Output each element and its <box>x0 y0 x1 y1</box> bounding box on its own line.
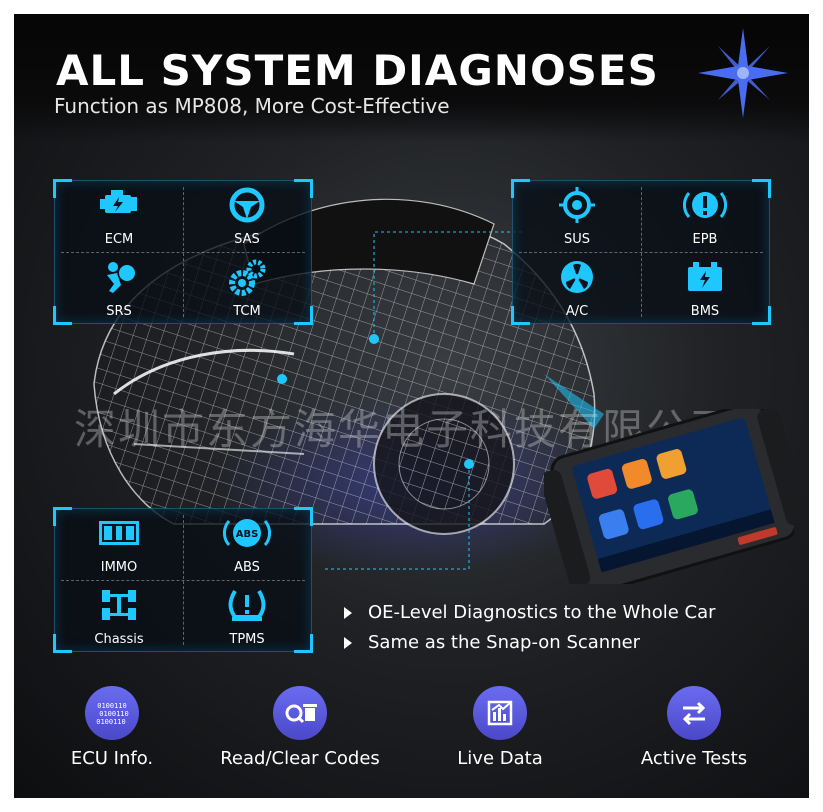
triangle-bullet-icon <box>344 637 352 649</box>
scanner-tablet-image <box>544 409 794 584</box>
system-label: SRS <box>106 304 132 319</box>
feature-label: Active Tests <box>640 748 748 769</box>
corner-bracket <box>53 306 72 325</box>
corner-bracket <box>294 306 313 325</box>
fan-icon <box>561 261 593 293</box>
divider <box>61 252 305 253</box>
bullet-item: Same as the Snap-on Scanner <box>344 632 640 653</box>
sparkle-icon <box>698 28 788 118</box>
divider <box>641 187 642 317</box>
tire-pressure-icon <box>228 589 266 621</box>
corner-bracket <box>294 179 313 198</box>
system-panel-bottom-left: IMMO ABS ABS Chassis <box>53 507 313 653</box>
binary-icon: 0100110 0100110 0100110 <box>85 686 139 740</box>
binary-line: 0100110 <box>99 710 129 718</box>
airbag-icon <box>107 262 135 293</box>
system-label: A/C <box>565 304 589 319</box>
system-abs: ABS ABS <box>183 509 311 579</box>
feature-active-tests: Active Tests <box>604 686 784 769</box>
chassis-icon <box>102 590 136 620</box>
system-epb: EPB <box>641 181 769 251</box>
system-label: ABS <box>234 560 260 575</box>
chart-icon <box>473 686 527 740</box>
binary-line: 0100110 <box>96 718 126 726</box>
divider <box>61 580 305 581</box>
feature-label: ECU Info. <box>70 748 154 769</box>
bullet-text: OE-Level Diagnostics to the Whole Car <box>368 602 716 623</box>
corner-bracket <box>511 179 530 198</box>
system-sas: SAS <box>183 181 311 251</box>
system-bms: BMS <box>641 253 769 323</box>
corner-bracket <box>294 634 313 653</box>
page-subtitle: Function as MP808, More Cost-Effective <box>54 94 450 118</box>
system-sus: SUS <box>513 181 641 251</box>
bullet-item: OE-Level Diagnostics to the Whole Car <box>344 602 716 623</box>
system-immo: IMMO <box>55 509 183 579</box>
feature-live-data: Live Data <box>410 686 590 769</box>
divider <box>183 515 184 645</box>
immobilizer-icon <box>99 521 139 545</box>
search-trash-icon <box>273 686 327 740</box>
suspension-icon <box>559 187 595 223</box>
system-panel-top-left: ECM SAS SRS TCM <box>53 179 313 325</box>
system-label: TPMS <box>229 632 265 647</box>
corner-bracket <box>752 306 771 325</box>
divider <box>519 252 763 253</box>
binary-line: 0100110 <box>97 702 127 710</box>
corner-bracket <box>53 634 72 653</box>
feature-label: Read/Clear Codes <box>220 748 380 769</box>
system-tpms: TPMS <box>183 581 311 651</box>
battery-icon <box>688 262 722 291</box>
divider <box>183 187 184 317</box>
feature-ecu-info: 0100110 0100110 0100110 ECU Info. <box>22 686 202 769</box>
system-label: EPB <box>692 232 718 247</box>
header-band <box>14 14 809 142</box>
swap-arrows-icon <box>667 686 721 740</box>
system-ac: A/C <box>513 253 641 323</box>
feature-read-clear-codes: Read/Clear Codes <box>210 686 390 769</box>
abs-icon: ABS <box>223 519 271 547</box>
triangle-bullet-icon <box>344 607 352 619</box>
corner-bracket <box>752 179 771 198</box>
ad-canvas: ALL SYSTEM DIAGNOSES Function as MP808, … <box>14 14 809 798</box>
system-label: SAS <box>234 232 260 247</box>
system-chassis: Chassis <box>55 581 183 651</box>
bullet-text: Same as the Snap-on Scanner <box>368 632 641 653</box>
system-srs: SRS <box>55 253 183 323</box>
system-label: ECM <box>104 232 134 247</box>
system-label: IMMO <box>100 560 138 575</box>
parking-brake-icon <box>683 192 727 218</box>
gears-icon <box>229 259 266 296</box>
svg-text:ABS: ABS <box>236 529 259 540</box>
system-tcm: TCM <box>183 253 311 323</box>
corner-bracket <box>53 179 72 198</box>
wireframe-car-image <box>93 198 614 574</box>
steering-wheel-icon <box>229 187 265 223</box>
system-label: BMS <box>690 304 720 319</box>
corner-bracket <box>53 507 72 526</box>
page-title: ALL SYSTEM DIAGNOSES <box>56 46 659 95</box>
system-panel-top-right: SUS EPB A/C <box>511 179 771 325</box>
corner-bracket <box>294 507 313 526</box>
engine-icon <box>100 190 137 213</box>
system-label: Chassis <box>94 632 144 647</box>
feature-label: Live Data <box>457 748 543 769</box>
corner-bracket <box>511 306 530 325</box>
system-label: SUS <box>563 232 591 247</box>
system-ecm: ECM <box>55 181 183 251</box>
system-label: TCM <box>233 304 261 319</box>
